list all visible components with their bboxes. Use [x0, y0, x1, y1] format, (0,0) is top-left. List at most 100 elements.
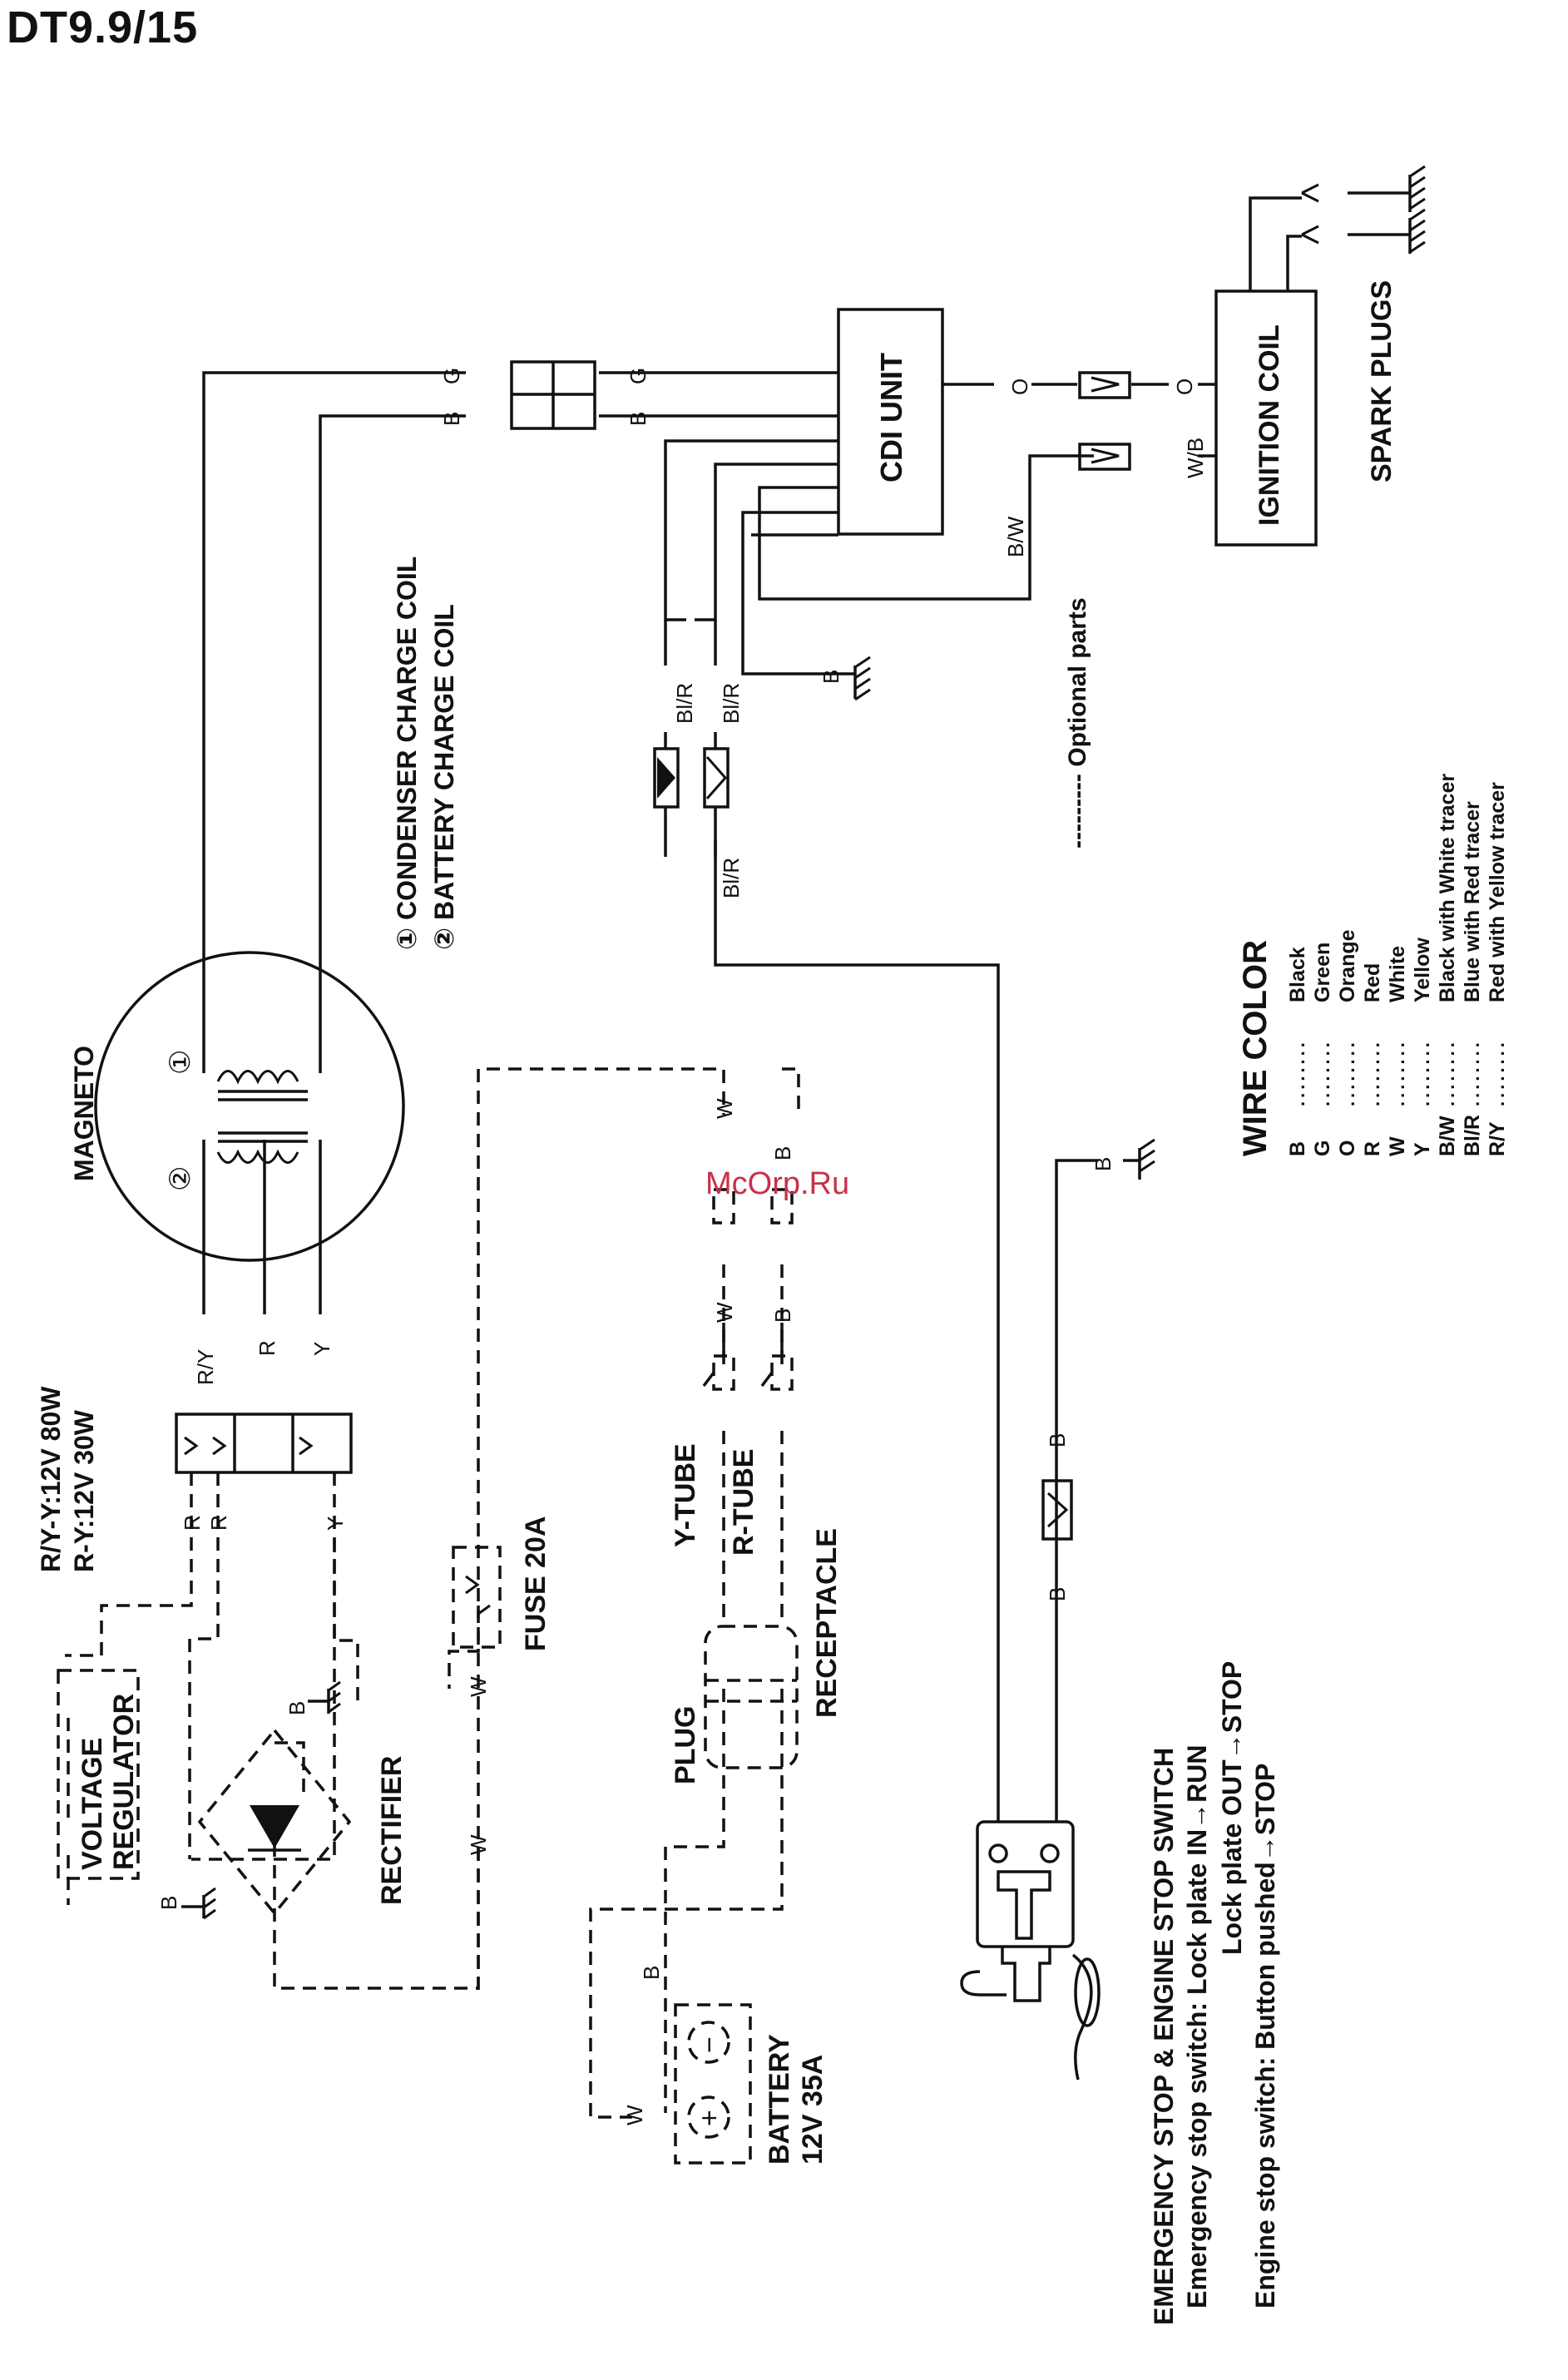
legend-code-1: G: [1311, 1141, 1334, 1156]
inline-diode: [1041, 1479, 1073, 1541]
receptacle-label: RECEPTACLE: [811, 1528, 843, 1718]
wire-b-9: B: [1045, 1587, 1070, 1601]
voltage-regulator-label1: VOLTAGE: [77, 1738, 108, 1870]
wire-w-4: W: [712, 1302, 737, 1323]
wire-b-4: B: [156, 1896, 181, 1910]
legend-name-2: Orange: [1336, 929, 1359, 1002]
legend-name-0: Black: [1286, 947, 1309, 1002]
coil2-marker: ②: [165, 1166, 196, 1191]
r-tube-label: R-TUBE: [728, 1449, 759, 1556]
stop-switch-title: EMERGENCY STOP & ENGINE STOP SWITCH: [1149, 1748, 1179, 2325]
svg-text:........: ........: [1288, 1039, 1308, 1106]
legend-name-8: Red with Yellow tracer: [1486, 782, 1509, 1002]
legend-name-3: Red: [1361, 963, 1384, 1002]
charge-connector: [175, 1413, 353, 1474]
stop-switch-line3: Engine stop switch: Button pushed→STOP: [1250, 1764, 1280, 2308]
cdi-ground: [805, 656, 871, 701]
wire-color-title: WIRE COLOR: [1237, 940, 1274, 1156]
wire-w-5: W: [622, 2105, 647, 2125]
wire-bw: B/W: [1003, 516, 1028, 557]
legend-code-7: Bl/R: [1461, 1115, 1484, 1156]
wire-w-3: W: [712, 1098, 737, 1119]
battery-plus: +: [694, 2110, 725, 2126]
battery-label2: 12V 35A: [797, 2055, 829, 2165]
optional-wiring: [65, 1067, 800, 2119]
wire-blr-1: Bl/R: [672, 683, 697, 724]
wire-r-1: R: [255, 1340, 279, 1356]
legend-name-1: Green: [1311, 943, 1334, 1002]
legend-code-5: Y: [1411, 1142, 1434, 1156]
wire-g-2: G: [626, 368, 650, 384]
wire-y-1: Y: [309, 1342, 334, 1356]
ignition-wiring: [202, 191, 1410, 1822]
fuse-label: FUSE 20A: [520, 1517, 552, 1652]
wire-r-3: R: [206, 1515, 231, 1531]
wire-color-legend: WIRE COLOR B Black G Green O Orange R Re…: [1237, 774, 1509, 1156]
wire-b-11: B: [639, 1966, 664, 1980]
legend-name-6: Black with White tracer: [1436, 774, 1459, 1002]
rating-line2: R-Y:12V 30W: [69, 1409, 99, 1572]
diagram-title: DT9.9/15: [7, 2, 199, 52]
wire-w-2: W: [466, 1834, 491, 1855]
cdi-unit: [837, 308, 944, 536]
wire-b-6: B: [770, 1146, 795, 1160]
wire-b-3: B: [819, 670, 843, 684]
wire-b-8: B: [1045, 1433, 1070, 1447]
magneto-label: MAGNETO: [69, 1046, 99, 1181]
optional-parts-label: --------- Optional parts: [1064, 597, 1091, 849]
wire-b-5: B: [284, 1701, 309, 1715]
fuse: [452, 1546, 502, 1649]
wire-blr-3: Bl/R: [719, 858, 744, 898]
svg-text:........: ........: [1462, 1039, 1483, 1106]
wire-o-1: O: [1007, 379, 1032, 395]
coil1-marker: ①: [165, 1050, 196, 1075]
wire-wb: W/B: [1183, 438, 1208, 478]
legend-code-0: B: [1286, 1141, 1309, 1156]
watermark: McOrp.Ru: [705, 1166, 850, 1201]
svg-text:........: ........: [1487, 1039, 1508, 1106]
svg-text:........: ........: [1313, 1039, 1333, 1106]
legend-code-8: R/Y: [1486, 1121, 1509, 1156]
legend-code-6: B/W: [1436, 1116, 1459, 1156]
y-tube-label: Y-TUBE: [670, 1443, 701, 1547]
svg-text:........: ........: [1412, 1039, 1433, 1106]
wire-ry: R/Y: [193, 1349, 218, 1385]
wire-w-1: W: [466, 1676, 491, 1697]
wire-b-10: B: [1091, 1157, 1115, 1171]
spark-plug-grounds: [1301, 165, 1426, 254]
spark-plugs-label: SPARK PLUGS: [1366, 280, 1397, 482]
wire-r-2: R: [180, 1515, 205, 1531]
wire-b-2: B: [626, 412, 650, 426]
legend-name-4: White: [1386, 946, 1409, 1002]
stop-switch: [960, 1820, 1101, 2081]
wire-labels: G B G B O O W/B B/W B Bl/R Bl/R Bl/R R/Y…: [156, 368, 1208, 2125]
voltage-regulator: [57, 1669, 140, 1880]
wire-b-1: B: [439, 412, 464, 426]
coupler: [510, 360, 596, 430]
battery-label1: BATTERY: [764, 2034, 795, 2165]
svg-text:........: ........: [1387, 1039, 1408, 1106]
wire-g-1: G: [439, 368, 464, 384]
legend-code-3: R: [1361, 1141, 1384, 1156]
rating-line1: R/Y-Y:12V 80W: [36, 1386, 66, 1572]
svg-text:........: ........: [1363, 1039, 1383, 1106]
plug-receptacle: [704, 1625, 799, 1769]
coil2-legend: ② BATTERY CHARGE COIL: [429, 604, 459, 950]
tube-connectors: [702, 1188, 794, 1391]
ignition-coil-label: IGNITION COIL: [1254, 324, 1285, 526]
battery: [674, 2003, 752, 2165]
legend-code-4: W: [1386, 1136, 1409, 1156]
legend-name-7: Blue with Red tracer: [1461, 801, 1484, 1002]
legend-code-2: O: [1336, 1141, 1359, 1156]
wire-y-2: Y: [323, 1517, 348, 1531]
switch-ground: [1123, 1138, 1155, 1180]
wire-b-7: B: [770, 1309, 795, 1323]
svg-text:........: ........: [1437, 1039, 1458, 1106]
stop-diodes: [653, 732, 730, 824]
ignition-coil: [1214, 289, 1318, 547]
cdi-label: CDI UNIT: [874, 353, 908, 482]
magneto: [94, 951, 405, 1262]
voltage-regulator-label2: REGULATOR: [108, 1694, 140, 1870]
svg-text:........: ........: [1338, 1039, 1358, 1106]
